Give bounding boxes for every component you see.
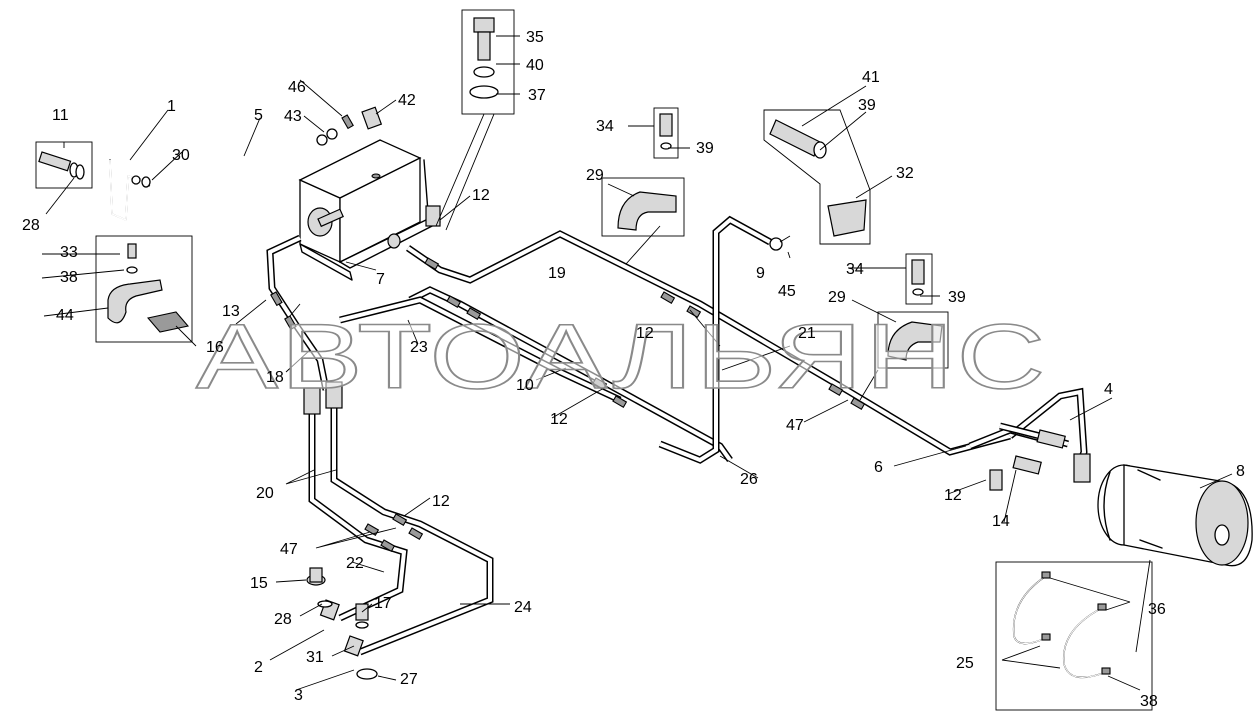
callout-47-right: 47: [786, 417, 804, 434]
callout-4: 4: [1104, 381, 1113, 398]
callout-17: 17: [374, 595, 392, 612]
callout-19: 19: [548, 265, 566, 282]
callout-12-right: 12: [944, 487, 962, 504]
pipe-sleeves: [270, 237, 866, 552]
hydraulic-pump-cylinder: [1097, 464, 1253, 567]
callout-9: 9: [756, 265, 765, 282]
inset-bolt-34-left: [653, 107, 679, 159]
callout-31: 31: [306, 649, 324, 666]
callout-30: 30: [172, 147, 190, 164]
callout-15: 15: [250, 575, 268, 592]
callout-39-left: 39: [696, 140, 714, 157]
callout-13: 13: [222, 303, 240, 320]
callout-labels: 1 5 11 30 28 33 38 44 16 46 43 42 35 40 …: [22, 29, 1245, 710]
callout-47-left: 47: [280, 541, 298, 558]
inset-bolt-11: [35, 141, 93, 189]
pipe-18: [408, 286, 733, 463]
callout-22: 22: [346, 555, 364, 572]
callout-12-center: 12: [636, 325, 654, 342]
inset-bracket-29-left: [601, 177, 685, 237]
callout-2: 2: [254, 659, 263, 676]
callout-34-left: 34: [596, 118, 614, 135]
callout-7: 7: [376, 271, 385, 288]
callout-12-mid: 12: [550, 411, 568, 428]
callout-23: 23: [410, 339, 428, 356]
callout-18: 18: [266, 369, 284, 386]
callout-26: 26: [740, 471, 758, 488]
callout-24: 24: [514, 599, 532, 616]
inset-sleeve-41: [763, 109, 871, 245]
callout-29-right: 29: [828, 289, 846, 306]
pipe-10: [339, 296, 622, 404]
callout-39-right: 39: [948, 289, 966, 306]
callout-33: 33: [60, 244, 78, 261]
callout-10: 10: [516, 377, 534, 394]
callout-32: 32: [896, 165, 914, 182]
callout-28-left: 28: [22, 217, 40, 234]
callout-37: 37: [528, 87, 546, 104]
inset-bolt-35: [461, 9, 515, 115]
callout-34-right: 34: [846, 261, 864, 278]
leader-lines: [41, 35, 1233, 691]
pipe-19-21: [406, 230, 1011, 456]
callout-11: 11: [52, 107, 69, 124]
callout-8: 8: [1236, 463, 1245, 480]
callout-35: 35: [526, 29, 544, 46]
inset-bolt-34-right: [905, 253, 933, 305]
callout-21: 21: [798, 325, 816, 342]
callout-42: 42: [398, 92, 416, 109]
callout-3: 3: [294, 687, 303, 704]
callout-29-left: 29: [586, 167, 604, 184]
callout-41: 41: [862, 69, 880, 86]
callout-20: 20: [256, 485, 274, 502]
callout-12-tank: 12: [472, 187, 490, 204]
callout-40: 40: [526, 57, 544, 74]
callout-38-lower: 38: [1140, 693, 1158, 710]
callout-27: 27: [400, 671, 418, 688]
pipe-1: [109, 159, 151, 222]
callout-36: 36: [1148, 601, 1166, 618]
callout-12-lower: 12: [432, 493, 450, 510]
callout-43: 43: [284, 108, 302, 125]
hydraulic-tank: [298, 139, 441, 281]
callout-5: 5: [254, 107, 263, 124]
hose-fittings: [303, 381, 1091, 680]
fittings-upper: [131, 106, 383, 188]
inset-clamp-44: [95, 235, 193, 343]
callout-25: 25: [956, 655, 974, 672]
callout-6: 6: [874, 459, 883, 476]
callout-39-top: 39: [858, 97, 876, 114]
callout-1: 1: [167, 98, 176, 115]
inset-bracket-29-right: [877, 311, 949, 369]
callout-44: 44: [56, 307, 74, 324]
callout-45: 45: [778, 283, 796, 300]
callout-28-lower: 28: [274, 611, 292, 628]
inset-hoses-25: [995, 561, 1153, 711]
pipe-13: [266, 234, 330, 391]
callout-16: 16: [206, 339, 224, 356]
watermark-text: АВТОАЛЬЯНС: [196, 306, 1048, 408]
callout-46: 46: [288, 79, 306, 96]
callout-38-left: 38: [60, 269, 78, 286]
callout-14: 14: [992, 513, 1010, 530]
pipe-5: [149, 138, 319, 202]
